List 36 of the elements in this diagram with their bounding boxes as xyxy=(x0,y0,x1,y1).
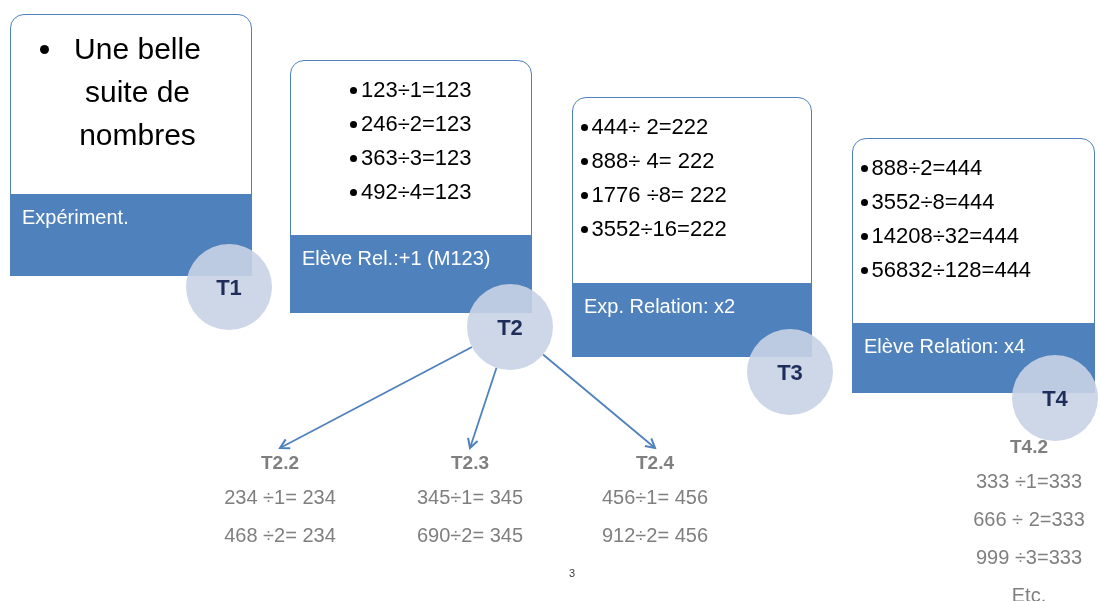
equation-text: 492÷4=123 xyxy=(361,178,472,206)
equation-text: 14208÷32=444 xyxy=(871,222,1019,250)
equation-text: 246÷2=123 xyxy=(361,110,472,138)
step-heading: T2.2 xyxy=(261,451,299,475)
card xyxy=(10,14,252,276)
equation-text: 1776 ÷8= 222 xyxy=(591,181,727,209)
step-heading: T2.4 xyxy=(636,451,674,475)
equation-text: 666 ÷ 2=333 xyxy=(973,507,1085,532)
caption-band: Elève Rel.:+1 (M123) xyxy=(290,235,532,313)
caption-band: Exp. Relation: x2 xyxy=(572,283,812,357)
step-heading: T2.3 xyxy=(451,451,489,475)
equation-text: 456÷1= 456 xyxy=(601,485,709,510)
equation-text: 888÷2=444 xyxy=(871,154,983,182)
card xyxy=(852,138,1095,393)
equation-text: 363÷3=123 xyxy=(361,144,472,172)
page-number: 3 xyxy=(569,566,576,581)
equation-text: 123÷1=123 xyxy=(361,76,472,104)
card xyxy=(290,60,532,313)
arrow xyxy=(467,366,498,449)
equation-text: 444÷ 2=222 xyxy=(591,113,709,141)
equation-text: 912÷2= 456 xyxy=(601,523,709,548)
card xyxy=(572,97,812,357)
equation-text: 999 ÷3=333 xyxy=(975,545,1083,570)
equation-text: 333 ÷1=333 xyxy=(975,469,1083,494)
arrow xyxy=(542,353,656,449)
equation-text: 234 ÷1= 234 xyxy=(224,485,336,510)
caption-band: Expériment. xyxy=(10,194,252,276)
equation-text: 690÷2= 345 xyxy=(416,523,524,548)
arrow xyxy=(279,346,473,450)
equation-text: 888÷ 4= 222 xyxy=(591,147,715,175)
equation-text: 3552÷16=222 xyxy=(591,215,727,243)
equation-text: 3552÷8=444 xyxy=(871,188,995,216)
equation-text: 468 ÷2= 234 xyxy=(224,523,336,548)
equation-text: 56832÷128=444 xyxy=(871,256,1032,284)
title-text: Une belle suite de nombres xyxy=(73,31,202,153)
equation-text: 345÷1= 345 xyxy=(416,485,524,510)
